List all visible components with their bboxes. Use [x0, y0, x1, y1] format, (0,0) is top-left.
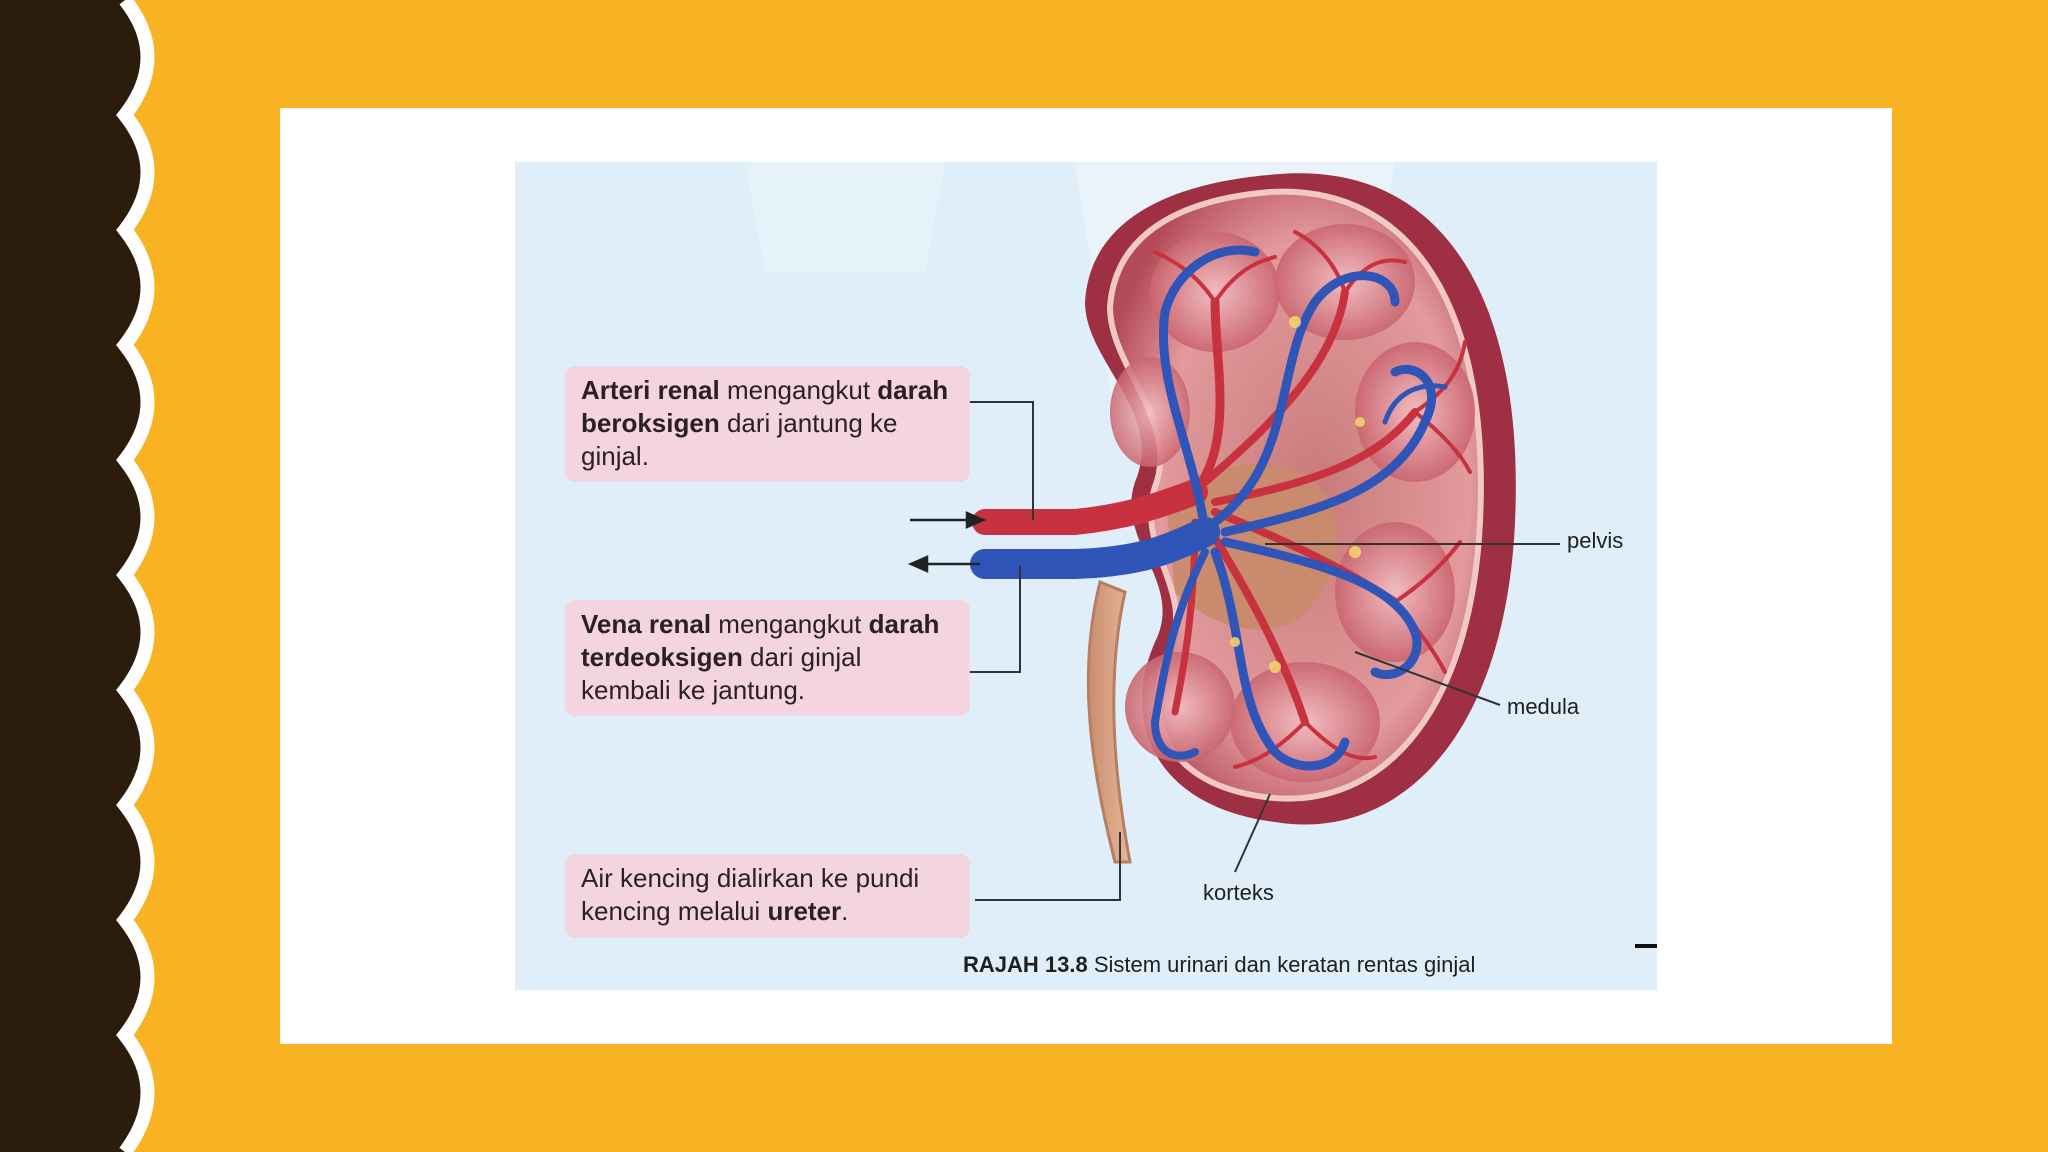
ureter-term: ureter — [767, 896, 842, 926]
artery-callout: Arteri renal mengangkut darah beroksigen… — [565, 366, 970, 482]
vein-blood-term: darah terdeoksigen — [581, 609, 940, 672]
label-medula: medula — [1507, 694, 1580, 719]
figure-caption-text: Sistem urinari dan keratan rentas ginjal — [1087, 952, 1476, 977]
wavy-side-band — [0, 0, 155, 1152]
ureter-callout: Air kencing dialirkan ke pundi kencing m… — [565, 854, 970, 938]
artery-blood-term: darah beroksigen — [581, 375, 949, 438]
figure-number: RAJAH 13.8 — [963, 952, 1088, 977]
kidney-illustration — [745, 162, 1657, 948]
vein-term: Vena renal — [581, 609, 712, 639]
label-pelvis: pelvis — [1567, 528, 1624, 553]
label-korteks: korteks — [1203, 880, 1274, 905]
slide-card: Arteri renal mengangkut darah beroksigen… — [280, 108, 1892, 1044]
figure-caption: RAJAH 13.8 Sistem urinari dan keratan re… — [963, 952, 1475, 978]
vein-callout: Vena renal mengangkut darah terdeoksigen… — [565, 600, 970, 716]
kidney-figure: Arteri renal mengangkut darah beroksigen… — [515, 162, 1657, 990]
artery-term: Arteri renal — [581, 375, 720, 405]
